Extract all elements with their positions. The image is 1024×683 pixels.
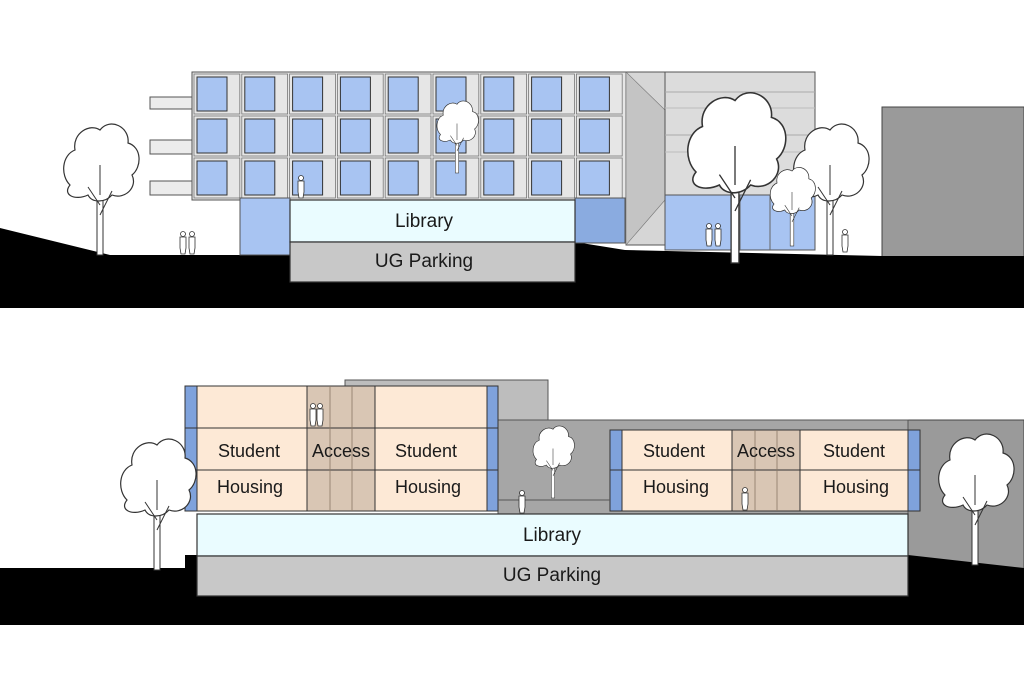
library-block-section <box>196 513 909 557</box>
window <box>339 118 371 154</box>
person-icon <box>179 231 187 255</box>
window <box>578 160 610 196</box>
window <box>196 118 228 154</box>
window <box>578 76 610 112</box>
access-label: Access <box>737 441 795 461</box>
student-label: Student <box>823 441 885 461</box>
tree-icon <box>63 123 140 256</box>
housing-label: Housing <box>823 477 889 497</box>
parking-label: UG Parking <box>503 565 601 586</box>
window <box>531 76 563 112</box>
window <box>339 76 371 112</box>
parking-block-elevation <box>289 241 576 283</box>
student-label: Student <box>395 441 457 461</box>
window <box>387 160 419 196</box>
person-icon <box>316 403 324 427</box>
left-housing-block: Student Housing Access Student Housing <box>184 385 499 512</box>
parking-label: UG Parking <box>375 251 473 272</box>
window <box>244 160 276 196</box>
person-icon <box>188 231 196 255</box>
right-housing-block: Student Housing Access Student Housing <box>609 429 921 512</box>
elevation-view: Library UG Parking <box>0 71 1024 308</box>
parking-block-section <box>196 555 909 597</box>
window <box>292 160 324 196</box>
window <box>483 160 515 196</box>
person-icon <box>841 229 849 253</box>
window <box>244 118 276 154</box>
window <box>196 76 228 112</box>
window <box>578 118 610 154</box>
window <box>483 76 515 112</box>
person-icon <box>714 223 722 247</box>
window <box>339 160 371 196</box>
access-label: Access <box>312 441 370 461</box>
window <box>483 118 515 154</box>
library-label: Library <box>523 525 582 546</box>
window <box>292 76 324 112</box>
housing-label: Housing <box>643 477 709 497</box>
person-icon <box>297 175 305 199</box>
library-label: Library <box>395 211 454 232</box>
housing-label: Housing <box>395 477 461 497</box>
person-icon <box>741 487 749 511</box>
person-icon <box>705 223 713 247</box>
window-grid <box>193 73 623 199</box>
tree-icon <box>120 438 197 571</box>
window <box>387 118 419 154</box>
neighbor-building <box>881 106 1024 258</box>
section-view: Student Housing Access Student Housing S… <box>0 379 1024 625</box>
person-icon <box>518 490 526 514</box>
window <box>387 76 419 112</box>
student-label: Student <box>218 441 280 461</box>
person-icon <box>309 403 317 427</box>
window <box>531 118 563 154</box>
ground-elevation <box>0 228 1024 308</box>
window <box>292 118 324 154</box>
housing-label: Housing <box>217 477 283 497</box>
ground-section <box>0 555 1024 625</box>
student-label: Student <box>643 441 705 461</box>
window <box>435 160 467 196</box>
library-block-elevation <box>289 199 576 243</box>
window <box>531 160 563 196</box>
window <box>196 160 228 196</box>
window <box>244 76 276 112</box>
